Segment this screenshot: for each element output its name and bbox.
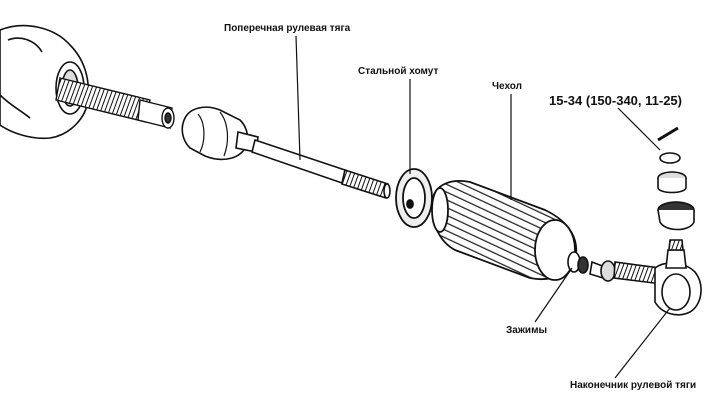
- leader-lines: [295, 35, 671, 379]
- tie-rod-end-label: Наконечник рулевой тяги: [570, 380, 697, 391]
- boot-clips: [567, 251, 616, 282]
- inner-ball-joint: [181, 106, 259, 161]
- torque-spec-label: 15-34 (150-340, 11-25): [549, 93, 682, 108]
- tie-rod-end: [613, 239, 702, 316]
- castle-nut-stack: [657, 126, 695, 231]
- steel-clamp-label: Стальной хомут: [358, 66, 439, 77]
- boot-label: Чехол: [492, 81, 522, 92]
- tie-rod-label: Поперечная рулевая тяга: [224, 23, 351, 34]
- rubber-boot: [431, 180, 578, 281]
- clips-label: Зажимы: [506, 325, 548, 336]
- steel-clamp-ring: [395, 168, 433, 228]
- rack-gear: [55, 77, 175, 129]
- tie-rod-shaft: [251, 138, 391, 200]
